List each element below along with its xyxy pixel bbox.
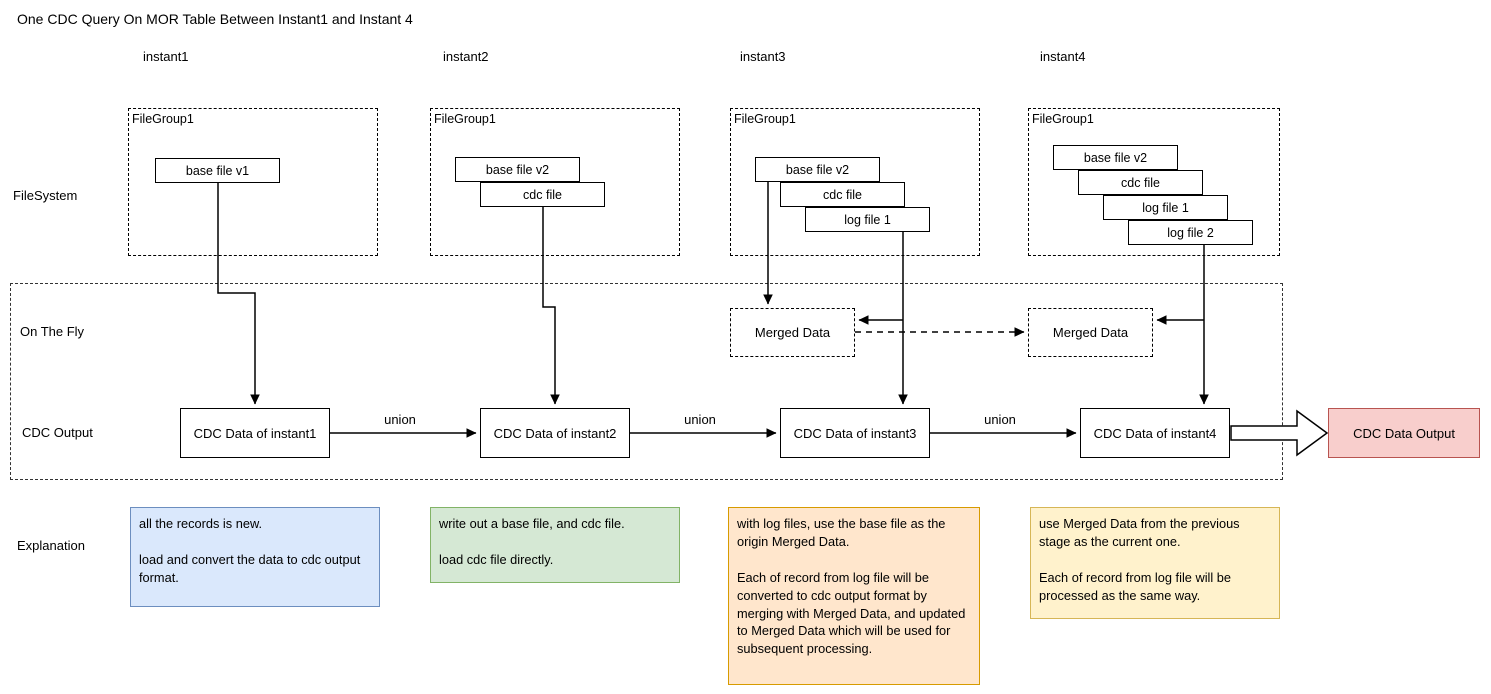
file-box-cdc-file: cdc file	[780, 182, 905, 207]
cdc-data-instant2: CDC Data of instant2	[480, 408, 630, 458]
filegroup-instant3: FileGroup1	[730, 108, 980, 256]
merged-data-instant3: Merged Data	[730, 308, 855, 357]
union-label-3: union	[984, 412, 1016, 427]
union-label-2: union	[684, 412, 716, 427]
column-label-instant4: instant4	[1040, 49, 1086, 64]
row-label-explanation: Explanation	[17, 538, 85, 553]
explanation-instant1: all the records is new. load and convert…	[130, 507, 380, 607]
explanation-instant4: use Merged Data from the previous stage …	[1030, 507, 1280, 619]
row-label-filesystem: FileSystem	[13, 188, 78, 203]
file-box-log-file-2: log file 2	[1128, 220, 1253, 245]
filegroup-label: FileGroup1	[1032, 112, 1094, 126]
explanation-instant3: with log files, use the base file as the…	[728, 507, 980, 685]
row-label-on-the-fly: On The Fly	[20, 324, 85, 339]
file-box-base-file-v1: base file v1	[155, 158, 280, 183]
filegroup-label: FileGroup1	[132, 112, 194, 126]
file-box-cdc-file: cdc file	[1078, 170, 1203, 195]
filegroup-label: FileGroup1	[434, 112, 496, 126]
diagram-title: One CDC Query On MOR Table Between Insta…	[17, 11, 413, 27]
cdc-data-instant3: CDC Data of instant3	[780, 408, 930, 458]
cdc-data-instant1: CDC Data of instant1	[180, 408, 330, 458]
cdc-data-instant4: CDC Data of instant4	[1080, 408, 1230, 458]
file-box-base-file-v2: base file v2	[455, 157, 580, 182]
file-box-log-file-1: log file 1	[1103, 195, 1228, 220]
file-box-log-file-1: log file 1	[805, 207, 930, 232]
explanation-instant2: write out a base file, and cdc file. loa…	[430, 507, 680, 583]
column-label-instant1: instant1	[143, 49, 189, 64]
cdc-data-output-box: CDC Data Output	[1328, 408, 1480, 458]
column-label-instant3: instant3	[740, 49, 786, 64]
union-label-1: union	[384, 412, 416, 427]
processing-container	[10, 283, 1283, 480]
filegroup-label: FileGroup1	[734, 112, 796, 126]
file-box-base-file-v2: base file v2	[1053, 145, 1178, 170]
file-box-base-file-v2: base file v2	[755, 157, 880, 182]
row-label-cdc-output: CDC Output	[22, 425, 93, 440]
filegroup-instant4: FileGroup1	[1028, 108, 1280, 256]
file-box-cdc-file: cdc file	[480, 182, 605, 207]
merged-data-instant4: Merged Data	[1028, 308, 1153, 357]
column-label-instant2: instant2	[443, 49, 489, 64]
